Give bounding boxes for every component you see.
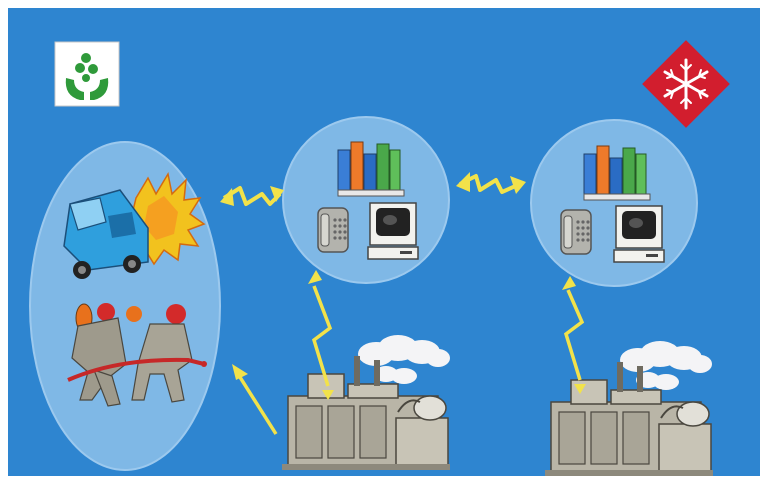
diagram-frame: [8, 8, 760, 476]
information-hub-1: [283, 117, 449, 283]
computer-monitor-icon: [614, 206, 664, 262]
information-hub-2: [531, 120, 697, 286]
telephone-icon: [561, 210, 591, 254]
telephone-icon: [318, 208, 348, 252]
incident-bubble: [30, 142, 220, 470]
environment-hands-icon: [55, 42, 119, 106]
computer-monitor-icon: [368, 203, 418, 259]
emergency-network-diagram: [8, 8, 760, 476]
